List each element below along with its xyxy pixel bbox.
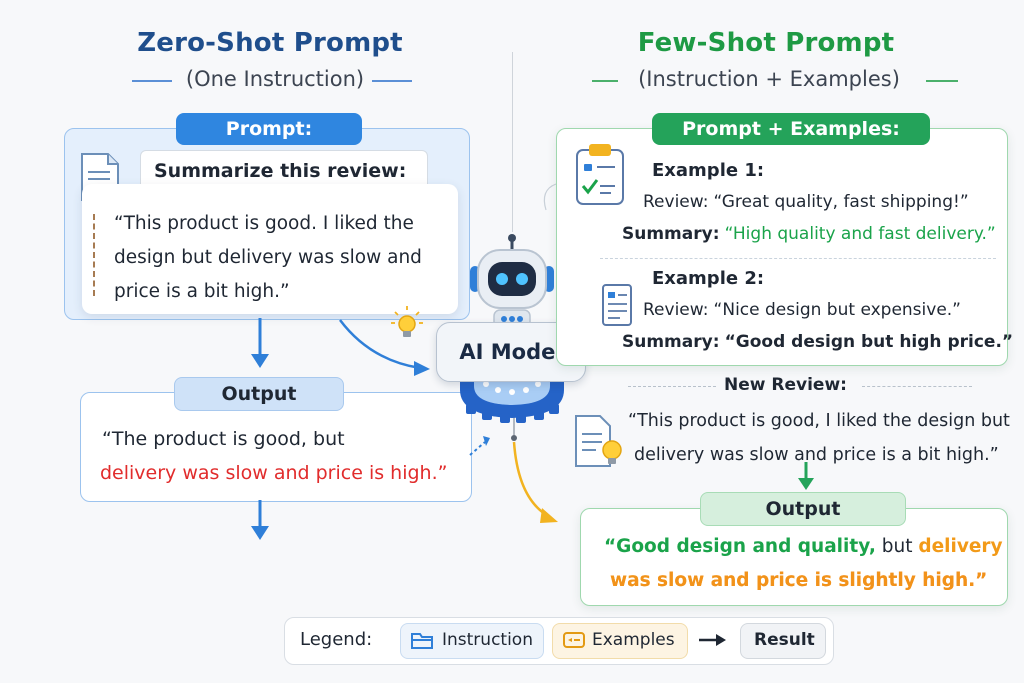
example1-review: “Great quality, fast shipping!”: [713, 192, 969, 212]
zero-review-card: [82, 184, 458, 314]
few-output-label: Output: [700, 492, 906, 526]
few-output-part-b: but: [875, 536, 919, 557]
example2-summary-key: Summary:: [622, 332, 720, 352]
zero-output-text: “The product is good, but delivery was s…: [100, 422, 447, 490]
few-prompt-panel: [556, 128, 1008, 366]
zero-down-arrow-1: [251, 318, 269, 368]
example1-review-row: Review: “Great quality, fast shipping!”: [643, 192, 969, 212]
few-output-text: “Good design and quality, but delivery w…: [604, 530, 1003, 598]
new-review-text: “This product is good, I liked the desig…: [628, 404, 1010, 472]
example2-summary-row: Summary: “Good design but high price.”: [622, 332, 1013, 352]
few-output-line2: was slow and price is slightly high.”: [610, 570, 988, 591]
document-icon: [600, 282, 636, 328]
zero-subtitle-dash-right: [372, 80, 412, 82]
new-review-line1: “This product is good, I liked the desig…: [628, 411, 1010, 431]
zero-output-line2-wrap: delivery was slow and price is high.”: [100, 456, 447, 490]
example1-review-key: Review:: [643, 192, 709, 212]
zero-output-line2: delivery was slow and price is high.”: [100, 462, 448, 484]
zero-review-line: price is a bit high.”: [114, 281, 290, 302]
legend-result: Result: [754, 630, 815, 650]
example1-summary-key: Summary:: [622, 224, 720, 244]
zero-prompt-label: Prompt:: [176, 113, 362, 145]
zero-shot-subtitle: (One Instruction): [185, 67, 365, 91]
few-shot-title: Few-Shot Prompt: [637, 28, 895, 58]
clipboard-check-icon: [573, 142, 629, 206]
zero-shot-title: Zero-Shot Prompt: [137, 28, 403, 58]
example1-title: Example 1:: [652, 160, 765, 181]
few-prompt-label: Prompt + Examples:: [652, 113, 930, 145]
few-output-part-c: delivery: [918, 536, 1003, 557]
example-divider: [600, 258, 996, 259]
zero-review-line: “This product is good. I liked the: [114, 213, 414, 234]
arrow-right-icon: [699, 634, 726, 646]
new-review-dash-right: [862, 386, 972, 387]
new-review-label: New Review:: [724, 375, 847, 395]
legend-label: Legend:: [300, 629, 373, 650]
example2-review-row: Review: “Nice design but expensive.”: [643, 300, 961, 320]
new-review-dash-left: [628, 386, 716, 387]
zero-output-label: Output: [174, 377, 344, 411]
example2-review: “Nice design but expensive.”: [713, 300, 961, 320]
zero-review-text: “This product is good. I liked the desig…: [114, 207, 422, 309]
few-output-part-a: “Good design and quality,: [604, 536, 876, 557]
few-output-line2-wrap: was slow and price is slightly high.”: [604, 564, 1003, 598]
example2-summary: “Good design but high price.”: [724, 332, 1014, 352]
example2-review-key: Review:: [643, 300, 709, 320]
example1-summary-row: Summary: “High quality and fast delivery…: [622, 224, 996, 244]
few-shot-subtitle: (Instruction + Examples): [638, 67, 900, 91]
zero-subtitle-dash-left: [132, 80, 172, 82]
few-subtitle-dash-left: [592, 80, 618, 82]
few-subtitle-dash-right: [926, 80, 958, 82]
legend-examples: Examples: [592, 630, 675, 650]
document-lightbulb-icon: [570, 412, 630, 474]
zero-review-line: design but delivery was slow and: [114, 247, 422, 268]
legend-result-chip: [740, 623, 826, 659]
lightbulb-icon: [390, 305, 424, 345]
few-down-arrow: [798, 462, 814, 490]
folder-icon: [410, 629, 434, 651]
zero-review-bracket: [93, 214, 100, 296]
zero-output-line1: “The product is good, but: [102, 428, 345, 450]
tag-icon: [562, 630, 586, 650]
example2-title: Example 2:: [652, 268, 765, 289]
zero-down-arrow-2: [251, 500, 269, 540]
zero-instruction-text: Summarize this review:: [154, 160, 407, 182]
example1-summary: “High quality and fast delivery.”: [724, 224, 996, 244]
few-output-line1: “Good design and quality, but delivery: [604, 530, 1003, 564]
robot-icon: [460, 232, 564, 336]
legend-instruction: Instruction: [442, 630, 533, 650]
new-review-line2: delivery was slow and price is a bit hig…: [634, 445, 999, 465]
center-divider: [512, 52, 513, 232]
